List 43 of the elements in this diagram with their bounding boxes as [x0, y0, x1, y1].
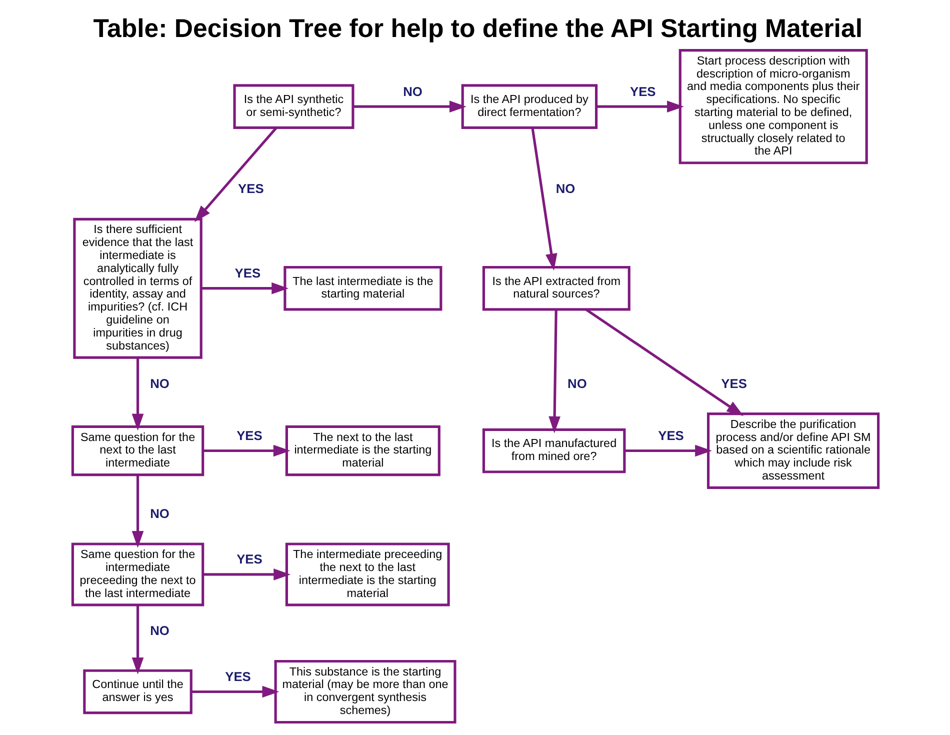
edge-label: NO [402, 84, 422, 99]
arrow [352, 100, 466, 112]
edge-label: NO [150, 506, 169, 521]
node-box: Describe the purification process and/or define API SM based on a scientific rationale which may include risk assessment [706, 412, 880, 489]
edge-label: YES [658, 428, 684, 443]
edge-label: NO [150, 376, 169, 391]
arrow [194, 127, 277, 222]
node-box: Is the API manufactured from mined ore? [482, 428, 626, 474]
arrow [584, 308, 744, 416]
diagram-title: Table: Decision Tree for help to define the API Starting Material [92, 14, 862, 43]
node-box: Is there sufficient evidence that the last intermediate is analytically fully controlled in terms of identity, assay and impurities? (cf. ICH guideline on impurities in drug substances) [72, 218, 202, 359]
edge-label: YES [236, 428, 262, 443]
node-box: The last intermediate is the starting material [283, 266, 442, 311]
node-box: The next to the last intermediate is the starting material [284, 425, 440, 476]
arrow [596, 100, 684, 112]
node-box: This substance is the starting material (may be more than one in convergent synthesis schemes) [274, 660, 456, 724]
edge-label: NO [567, 376, 586, 391]
arrow [191, 686, 279, 698]
arrow [131, 605, 144, 674]
edge-label: NO [150, 623, 169, 638]
node-box: Is the API synthetic or semi-synthetic? [232, 84, 354, 129]
edge-label: NO [555, 181, 575, 196]
node-box: Start process description with description of micro-organism and media components plus their specifications. No specific starting material to be defined, unless one component is structually closely related to the API [678, 49, 868, 164]
node-box: Continue until the answer is yes [82, 669, 192, 714]
arrow [131, 358, 144, 431]
edge-label: YES [234, 266, 260, 281]
arrow [530, 128, 557, 271]
edge-label: YES [236, 552, 262, 567]
node-box: Same question for the intermediate preceeding the next to the last intermediate [70, 542, 204, 606]
arrow [131, 475, 144, 548]
node-box: The intermediate preceeding the next to the last intermediate is the starting material [284, 542, 450, 606]
arrow [200, 282, 288, 294]
arrow [202, 444, 290, 457]
node-box: Is the API extracted from natural sources? [482, 266, 630, 311]
arrow [202, 568, 290, 580]
edge-label: YES [224, 668, 250, 684]
edge-label: YES [630, 84, 656, 99]
node-box: Same question for the next to the last intermediate [70, 425, 204, 476]
edge-label: YES [720, 376, 746, 391]
node-box: Is the API produced by direct fermentation? [460, 84, 598, 129]
edge-label: YES [238, 181, 264, 196]
arrow [548, 309, 560, 434]
arrow [624, 444, 712, 457]
